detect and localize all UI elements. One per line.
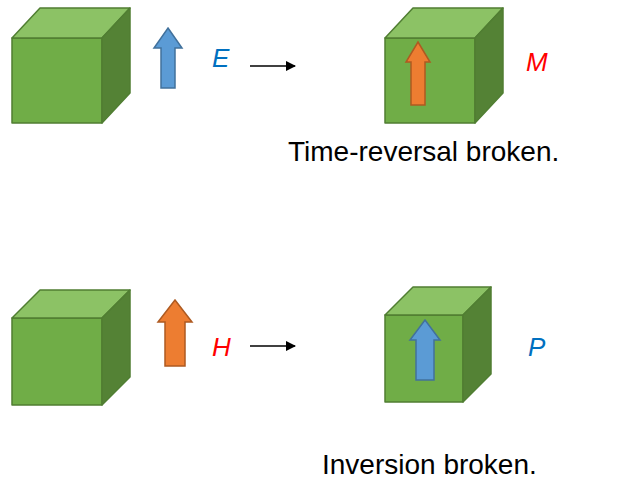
cube [385, 8, 503, 123]
caption-text: Inversion broken. [322, 450, 537, 481]
caption-text: Time-reversal broken. [288, 137, 559, 168]
polarization-arrow [410, 320, 440, 380]
field-symbol: M [526, 48, 548, 77]
field-symbol: H [212, 333, 231, 362]
transform-arrow [250, 65, 295, 67]
cube [385, 287, 491, 402]
transform-arrow [250, 345, 295, 347]
cube [12, 8, 130, 123]
field-symbol: E [212, 44, 229, 73]
field-symbol: P [528, 333, 545, 362]
cube [12, 290, 130, 405]
magnetization-arrow [406, 42, 430, 105]
electric-field-arrow [154, 28, 182, 88]
magnetic-field-arrow [158, 300, 192, 366]
